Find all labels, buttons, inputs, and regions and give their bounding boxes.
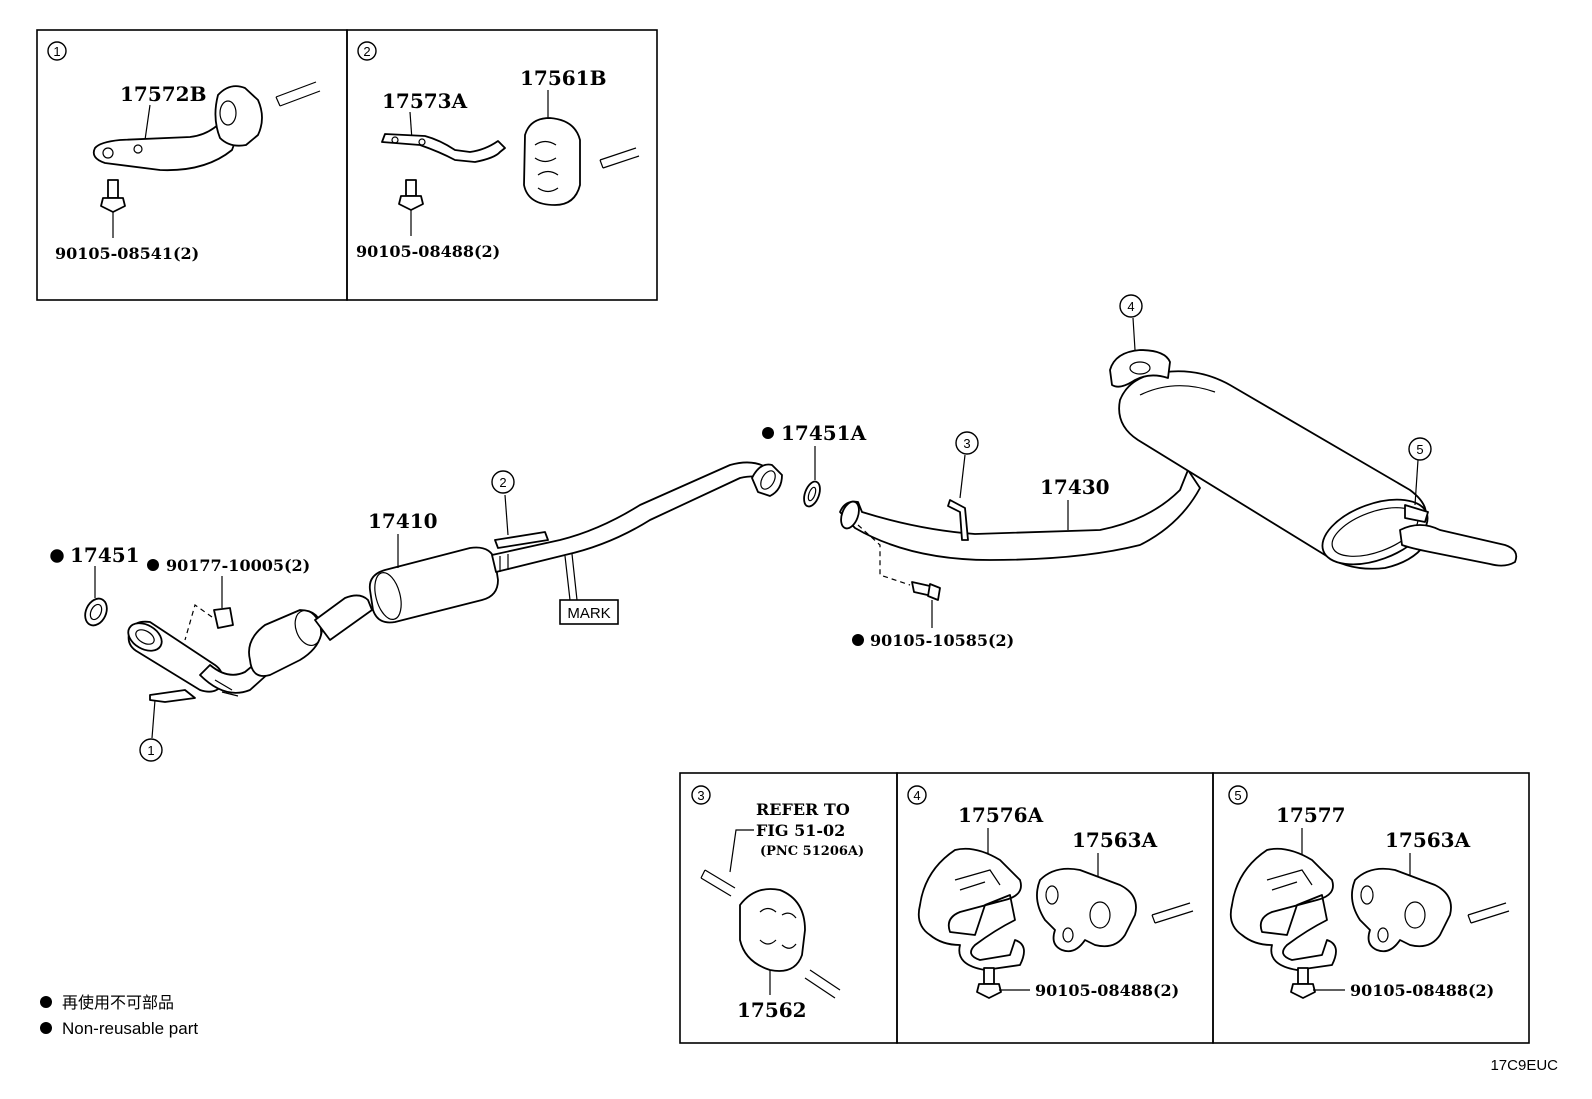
detail-box-5: 5 17577 17563A 90105-08488(2) <box>1212 772 1530 1044</box>
part-label-17577: 17577 <box>1276 803 1346 827</box>
part-label-17576A: 17576A <box>958 803 1044 827</box>
catalytic-converter-shape <box>248 609 323 677</box>
part-label-17563A-5: 17563A <box>1385 828 1471 852</box>
part-label-17561B: 17561B <box>520 66 606 90</box>
detail-box-1: 1 17572B 90105-08541(2) <box>36 29 348 301</box>
callout-circle-3-main <box>955 431 979 455</box>
part-label-90105-10585: 90105-10585(2) <box>870 631 1014 650</box>
part-label-17562: 17562 <box>737 998 807 1022</box>
refer-line-2: FIG 51-02 <box>756 821 845 840</box>
mark-label: MARK <box>567 605 610 622</box>
part-label-90177-10005: 90177-10005(2) <box>166 556 310 575</box>
refer-line-3: (PNC 51206A) <box>760 844 864 859</box>
part-label-17572B: 17572B <box>120 82 206 106</box>
callout-1-number: 1 <box>147 743 154 758</box>
rubber-hanger-17562-shape <box>739 888 806 972</box>
callout-4-number: 4 <box>1127 299 1134 314</box>
detail-box-2: 2 17573A 17561B 90105-08488(2) <box>346 29 658 301</box>
legend-jp: 再使用不可部品 <box>62 994 174 1012</box>
gasket-17451A-shape <box>803 480 821 508</box>
callout-2-number: 2 <box>499 475 506 490</box>
main-assembly: 17451 90177-10005(2) 1 17410 <box>50 294 1518 762</box>
hanger-17576A-shape <box>917 847 1025 971</box>
nut-90177-shape <box>213 607 234 629</box>
detail-box-4: 4 17576A 17563A 90105-08488(2) <box>896 772 1214 1044</box>
gasket-17451-shape <box>84 597 108 627</box>
callout-circle-5-main <box>1408 437 1432 461</box>
bolt-label-90105-08541: 90105-08541(2) <box>55 244 199 263</box>
part-label-17563A: 17563A <box>1072 828 1158 852</box>
callout-circle-1 <box>47 41 67 61</box>
part-label-17573A: 17573A <box>382 89 468 113</box>
rubber-17563A-shape-5 <box>1351 867 1452 953</box>
part-label-17410: 17410 <box>368 509 438 533</box>
hanger-rubber-shape <box>214 85 263 147</box>
detail-4-number: 4 <box>913 788 920 803</box>
detail-3-number: 3 <box>697 788 704 803</box>
callout-circle-1-main <box>139 738 163 762</box>
detail-5-number: 5 <box>1234 788 1241 803</box>
bolt-label-4: 90105-08488(2) <box>1035 981 1179 1000</box>
bolt-label-5: 90105-08488(2) <box>1350 981 1494 1000</box>
diagram-id: 17C9EUC <box>1490 1057 1558 1074</box>
detail-1-number: 1 <box>53 44 60 59</box>
callout-circle-2 <box>357 41 377 61</box>
callout-circle-2-main <box>491 470 515 494</box>
part-label-17430: 17430 <box>1040 475 1110 499</box>
callout-circle-4-main <box>1119 294 1143 318</box>
callout-5-number: 5 <box>1416 442 1423 457</box>
bracket-17573A-shape <box>381 133 506 163</box>
part-label-17451A: 17451A <box>781 421 867 445</box>
rubber-hanger-17561B-shape <box>523 117 581 206</box>
detail-box-3: 3 REFER TO FIG 51-02 (PNC 51206A) 17562 <box>679 772 898 1044</box>
tail-pipe-17430-shape <box>839 469 1201 561</box>
intermediate-pipe-shape <box>491 461 773 573</box>
callout-3-number: 3 <box>963 436 970 451</box>
bolt-label-90105-08488: 90105-08488(2) <box>356 242 500 261</box>
center-muffler-17410-shape <box>368 546 499 624</box>
legend-en: Non-reusable part <box>62 1019 198 1038</box>
refer-line-1: REFER TO <box>756 800 850 819</box>
rubber-17563A-shape-4 <box>1036 867 1137 953</box>
part-label-17451: 17451 <box>70 543 140 567</box>
hanger-17577-shape <box>1229 847 1337 971</box>
legend: 再使用不可部品 Non-reusable part <box>40 994 198 1038</box>
detail-2-number: 2 <box>363 44 370 59</box>
